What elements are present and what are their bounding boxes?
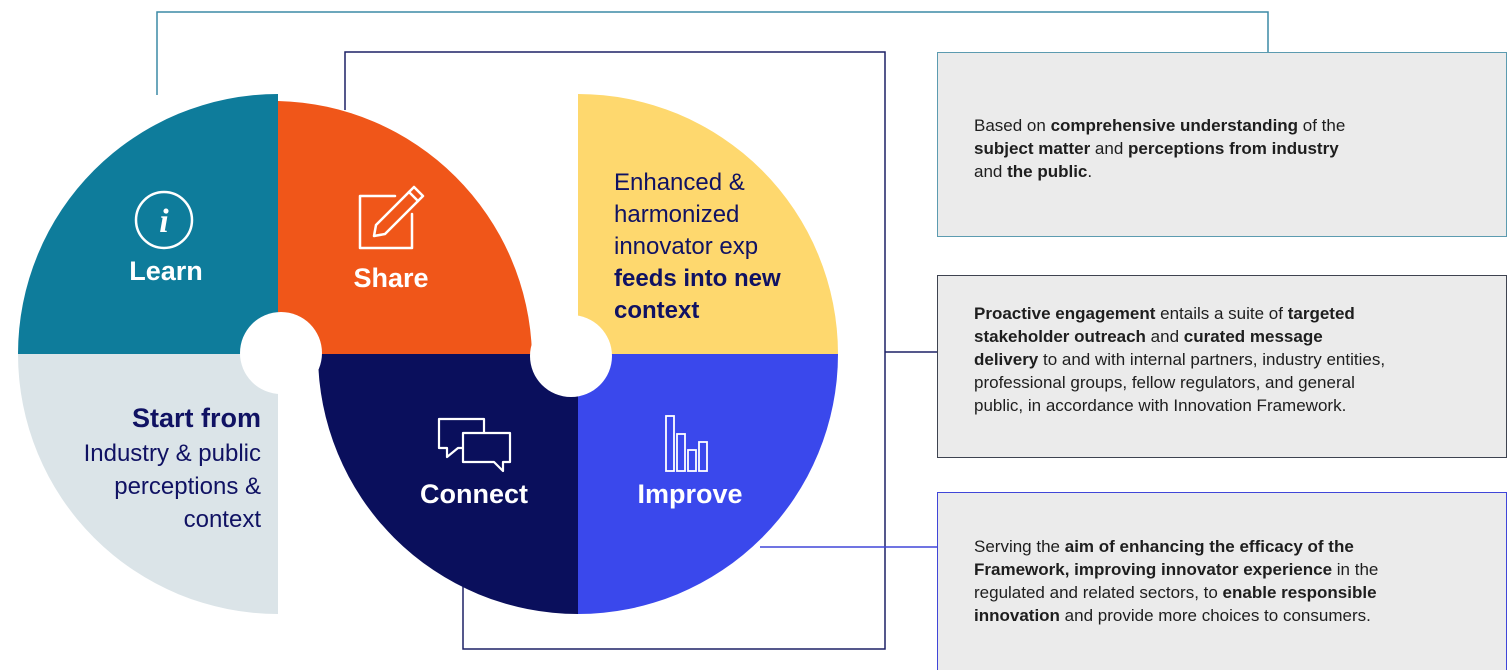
text-segment: professional groups, fellow regulators, … [974, 373, 1355, 392]
text-segment: of the [1298, 116, 1346, 135]
start-line-2: perceptions & [114, 473, 261, 500]
text-segment: regulated and related sectors, to [974, 583, 1223, 602]
understanding-box: Based on comprehensive understanding of … [937, 52, 1507, 237]
text-segment: subject matter [974, 139, 1091, 158]
text-segment: and [974, 162, 1008, 181]
chat-bubbles-icon [437, 417, 512, 473]
text-segment: . [1087, 162, 1093, 181]
share-quadrant [278, 101, 532, 354]
text-segment: targeted [1287, 304, 1355, 323]
text-segment: the public [1007, 162, 1088, 181]
feedback-line-1: Enhanced & [614, 169, 745, 196]
connect-quadrant [318, 354, 578, 614]
text-segment: Based on [974, 116, 1051, 135]
text-segment: curated message [1183, 327, 1323, 346]
frame-line-teal [156, 11, 1269, 95]
bar-chart-icon [665, 415, 708, 472]
connect-label: Connect [420, 479, 528, 509]
svg-text:i: i [159, 203, 169, 240]
text-segment: and [1145, 327, 1184, 346]
learn-label: Learn [129, 256, 203, 286]
text-segment: in the [1332, 560, 1379, 579]
context-quadrant [578, 94, 838, 354]
text-segment: and [1090, 139, 1129, 158]
text-segment: entails a suite of [1155, 304, 1288, 323]
aim-box: Serving the aim of enhancing the efficac… [937, 492, 1507, 670]
feedback-bold-line-1: feeds into new [614, 265, 781, 292]
feedback-bold-line-2: context [614, 297, 699, 324]
start-line-1: Industry & public [84, 440, 261, 467]
feedback-line-3: innovator exp [614, 233, 758, 260]
engagement-box: Proactive engagement entails a suite of … [937, 275, 1507, 458]
center-dot-left [240, 312, 322, 394]
learn-quadrant [18, 94, 278, 354]
info-icon: i [134, 190, 194, 250]
text-segment: aim of enhancing the efficacy of the [1064, 537, 1354, 556]
start-line-3: context [184, 506, 262, 533]
text-segment: public, in accordance with Innovation Fr… [974, 396, 1347, 415]
frame-line-navy [344, 51, 886, 650]
start-quadrant [18, 354, 278, 614]
share-label: Share [353, 263, 428, 293]
engagement-text: Proactive engagement entails a suite of … [974, 302, 1486, 417]
improve-label: Improve [637, 479, 742, 509]
text-segment: innovation [974, 606, 1060, 625]
text-segment: comprehensive understanding [1050, 116, 1299, 135]
text-segment: and provide more choices to consumers. [1059, 606, 1371, 625]
text-segment: perceptions from industry [1128, 139, 1339, 158]
text-segment: Serving the [974, 537, 1065, 556]
pencil-edit-icon [358, 185, 425, 250]
improve-quadrant [578, 354, 838, 614]
text-segment: enable responsible [1222, 583, 1377, 602]
understanding-text: Based on comprehensive understanding of … [974, 114, 1486, 183]
start-title: Start from [132, 403, 261, 433]
text-segment: stakeholder outreach [974, 327, 1146, 346]
aim-text: Serving the aim of enhancing the efficac… [974, 535, 1486, 627]
text-segment: Proactive engagement [974, 304, 1156, 323]
feedback-line-2: harmonized [614, 201, 739, 228]
center-dot-right [530, 315, 612, 397]
text-segment: Framework, improving innovator experienc… [974, 560, 1333, 579]
text-segment: to and with internal partners, industry … [1038, 350, 1386, 369]
text-segment: delivery [974, 350, 1039, 369]
